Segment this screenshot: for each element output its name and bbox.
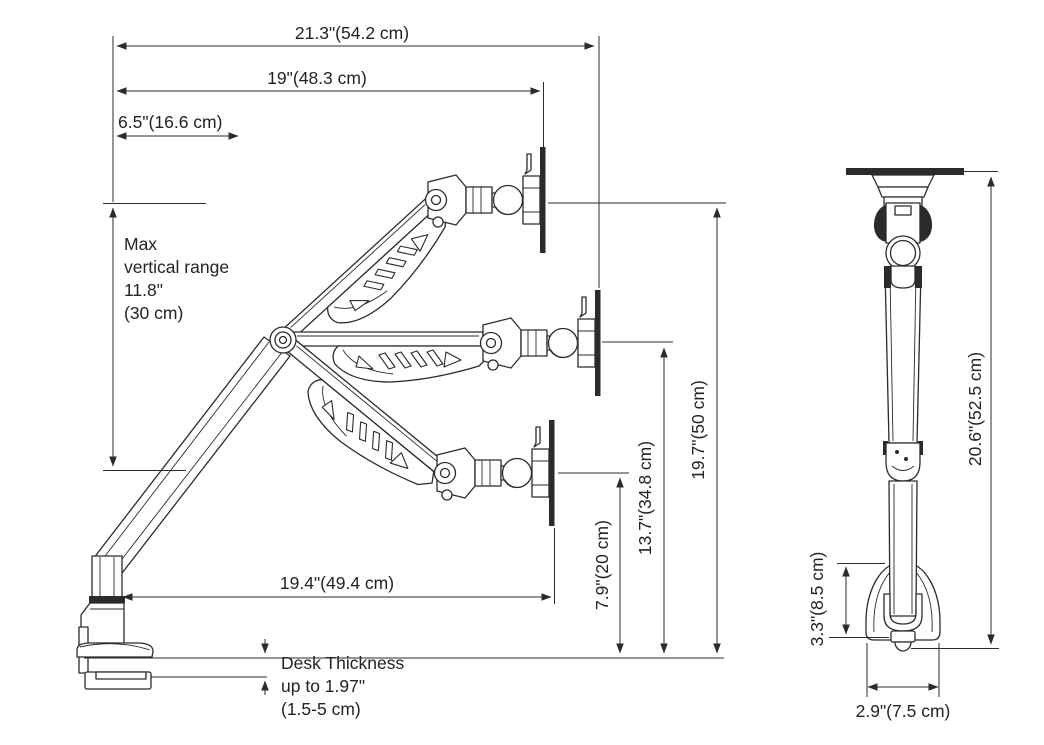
side-view-dimensions: 21.3"(54.2 cm) 19"(48.3 cm) 6.5"(16.6 cm… [103,23,726,719]
tension-lever [524,153,532,175]
clamp-foot [76,642,154,658]
front-view-drawing [846,168,964,652]
max-vertical-range-line-3: 11.8" [124,280,163,300]
dim-front-height-label: 20.6"(52.5 cm) [965,352,985,466]
dim-width-extended: 19"(48.3 cm) [116,68,541,95]
dim-base-height: 3.3"(8.5 cm) [807,552,889,647]
tension-lever [533,426,541,448]
base-cradle [883,593,923,632]
desk-thickness-line-1: Desk Thickness [281,653,404,673]
dim-desk-thickness: Desk Thickness up to 1.97" (1.5-5 cm) [261,639,404,719]
max-vertical-range-line-2: vertical range [124,257,229,277]
elbow-pivot-bolt [269,326,297,354]
dim-base-width-label: 2.9"(7.5 cm) [856,701,951,721]
dim-base-width: 2.9"(7.5 cm) [856,643,951,721]
arm-mid-joint [885,442,921,482]
vesa-plate-top [846,168,964,175]
ball-joint-ear-right [920,205,933,242]
ball-joint-ear-left [873,205,886,242]
vesa-head-horizontal [479,290,601,396]
front-view-dimensions: 3.3"(8.5 cm) 2.9"(7.5 cm) 20.6"(52.5 cm) [807,171,999,721]
dim-max-vertical-range: Max vertical range 11.8" (30 cm) [103,203,229,471]
dim-front-height: 20.6"(52.5 cm) [911,171,999,649]
clamp-collar [89,596,125,603]
dim-height-high: 19.7"(50 cm) [688,207,721,654]
dim-width-max: 21.3"(54.2 cm) [116,23,595,50]
dim-height-low: 7.9"(20 cm) [592,477,624,654]
dim-reach-label: 19.4"(49.4 cm) [280,573,394,593]
max-vertical-range-line-1: Max [124,234,157,254]
monitor-plate [549,420,555,526]
max-vertical-range-line-4: (30 cm) [124,303,183,323]
dim-height-mid: 13.7"(34.8 cm) [635,347,668,654]
gas-spring-arm-horizontal [292,331,490,383]
vesa-bracket [531,448,550,498]
vesa-bracket [522,175,541,225]
dim-reach: 19.4"(49.4 cm) [122,573,552,601]
dim-height-mid-label: 13.7"(34.8 cm) [635,441,655,555]
dim-width-extended-label: 19"(48.3 cm) [267,68,367,88]
vesa-bracket [577,318,596,368]
dim-height-high-label: 19.7"(50 cm) [688,380,708,480]
dim-width-max-label: 21.3"(54.2 cm) [295,23,409,43]
dim-width-base-label: 6.5"(16.6 cm) [118,112,222,132]
vesa-head-raised [424,147,546,253]
desk-clamp [76,555,154,690]
lower-arm [92,336,291,578]
desk-thickness-line-2: up to 1.97" [281,676,365,696]
monitor-plate [540,147,546,253]
dim-base-height-label: 3.3"(8.5 cm) [807,552,827,647]
dim-width-base: 6.5"(16.6 cm) [116,112,239,140]
monitor-plate [595,290,601,396]
base-cap [890,630,916,643]
vesa-head-lowered [433,420,555,526]
dim-height-low-label: 7.9"(20 cm) [592,520,612,610]
side-view-drawing [76,147,724,690]
desk-thickness-line-3: (1.5-5 cm) [281,699,361,719]
tension-lever [579,296,587,318]
arm-column-lower [888,480,918,617]
